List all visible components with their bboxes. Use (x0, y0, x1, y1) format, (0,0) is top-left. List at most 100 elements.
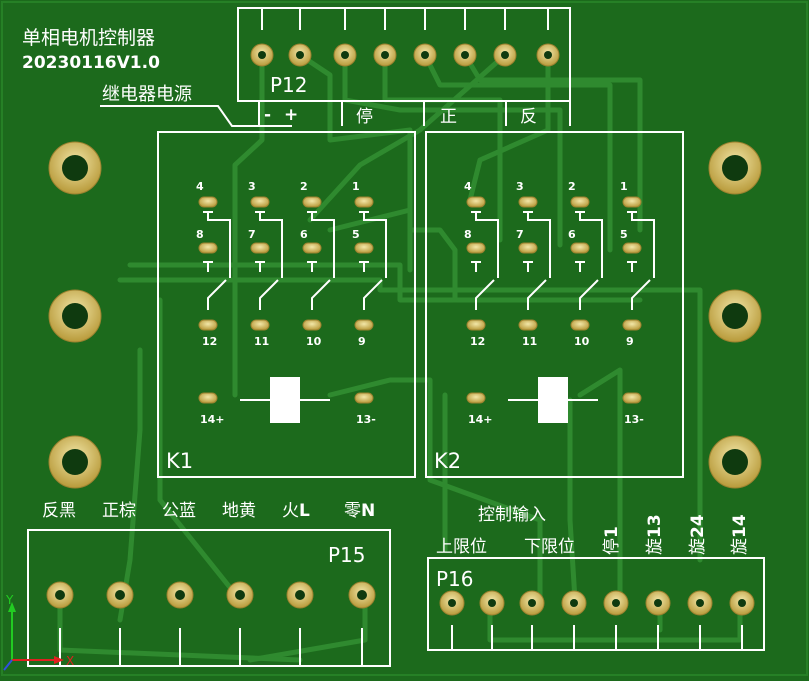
pad-hole (722, 449, 748, 475)
p15-label-text: 火 (282, 501, 299, 521)
relay-switch-blade (259, 279, 279, 310)
relay-bottom-pin-label: 11 (522, 335, 537, 348)
relay-bottom-pad (518, 319, 538, 331)
relay-power-pointer (100, 105, 292, 127)
connector-p12: P12 - + 停 正 反 (237, 7, 571, 127)
p16-vertical-label: 停1 (602, 526, 622, 555)
pad-hole (722, 303, 748, 329)
p16-vertical-label-text: 旋 (645, 538, 665, 555)
relay-bottom-pin-label: 12 (202, 335, 217, 348)
relay-mid-pin-label: 7 (248, 228, 256, 241)
x-axis-label: X (66, 654, 74, 668)
relay-mid-pin-label: 6 (568, 228, 576, 241)
relay-mid-pad (622, 242, 642, 254)
p12-pad (288, 43, 312, 67)
relay-coil-body (538, 377, 568, 423)
board-version: 20230116V1.0 (22, 53, 160, 73)
p15-label-text: 公蓝 (162, 501, 196, 521)
p15-label-bold: L (299, 501, 310, 521)
p16-label-lower-limit: 下限位 (524, 537, 575, 557)
relay-coil-right-label: 13- (356, 413, 376, 426)
relay-coil-body (270, 377, 300, 423)
p16-vertical-label-text: 停 (602, 538, 622, 555)
pad-hole (381, 51, 389, 59)
pad-hole (62, 449, 88, 475)
pad-hole (612, 599, 620, 607)
relay-top-pin-label: 3 (516, 180, 524, 193)
pad-hole (62, 303, 88, 329)
relay-coil-left-label: 14+ (468, 413, 493, 426)
relay-top-pad (302, 196, 322, 208)
pad-hole (461, 51, 469, 59)
mounting-hole (708, 141, 762, 195)
p15-name: P15 (328, 543, 366, 567)
relay-bottom-pin-label: 10 (306, 335, 322, 348)
p15-label: 火L (282, 501, 310, 521)
relay-bottom-pin-label: 9 (358, 335, 366, 348)
pad-hole (258, 51, 266, 59)
relay-contact-line (359, 261, 369, 272)
relay-top-pad (198, 196, 218, 208)
relay-mid-pad (302, 242, 322, 254)
relay-top-pad (250, 196, 270, 208)
relay-name: K2 (434, 449, 461, 473)
p15-label: 零N (344, 501, 375, 521)
relay-mid-pad (354, 242, 374, 254)
relay-coil-left-label: 14+ (200, 413, 225, 426)
relay-bottom-pad (622, 319, 642, 331)
relay-switch-blade (579, 279, 599, 310)
y-axis-arrow (8, 602, 16, 612)
pad-hole (357, 590, 367, 600)
board-title: 单相电机控制器 (22, 27, 155, 49)
relay-contact-line (523, 211, 551, 278)
pad-hole (696, 599, 704, 607)
relay-top-pad (354, 196, 374, 208)
mounting-hole (708, 435, 762, 489)
p12-pad (250, 43, 274, 67)
pad-hole (421, 51, 429, 59)
p15-label: 反黑 (42, 501, 76, 521)
relay-top-pin-label: 4 (464, 180, 472, 193)
relay-bottom-pin-label: 12 (470, 335, 485, 348)
p12-name: P12 (270, 73, 308, 97)
p16-vertical-label: 旋24 (688, 514, 708, 555)
relay-contact-line (471, 261, 481, 272)
relay-contact-line (255, 211, 283, 278)
relay-coil-pad (622, 392, 642, 404)
pad-hole (175, 590, 185, 600)
p16-pad (561, 590, 587, 616)
relay-mid-pin-label: 6 (300, 228, 308, 241)
relay-contact-line (523, 261, 533, 272)
p16-pad (479, 590, 505, 616)
relay-outline (157, 131, 416, 478)
p16-outline (427, 557, 765, 651)
p12-pad (413, 43, 437, 67)
relay-switch-blade (207, 279, 227, 310)
relay-switch-blade (363, 279, 383, 310)
relay-switch-blade (475, 279, 495, 310)
p12-pad (333, 43, 357, 67)
p16-vertical-label-bold: 1 (602, 526, 622, 538)
p15-pad (226, 581, 254, 609)
relay-contact-line (575, 261, 585, 272)
relay-contact-line (627, 211, 655, 278)
relay-mid-pin-label: 5 (352, 228, 360, 241)
p16-vertical-label-text: 旋 (688, 538, 708, 555)
relay-top-pin-label: 2 (300, 180, 308, 193)
relay-power-label: 继电器电源 (102, 84, 192, 105)
pad-hole (544, 51, 552, 59)
p16-vertical-label-text: 旋 (730, 538, 750, 555)
relay-contact-line (203, 211, 231, 278)
p12-outline (237, 7, 571, 102)
p15-label-text: 零 (344, 501, 361, 521)
relay-switch-blade (631, 279, 651, 310)
p16-group-label: 控制输入 (478, 505, 546, 525)
relay-mid-pad (466, 242, 486, 254)
p15-pad (166, 581, 194, 609)
relay-mid-pad (518, 242, 538, 254)
pad-hole (55, 590, 65, 600)
relay-coil-pad (466, 392, 486, 404)
